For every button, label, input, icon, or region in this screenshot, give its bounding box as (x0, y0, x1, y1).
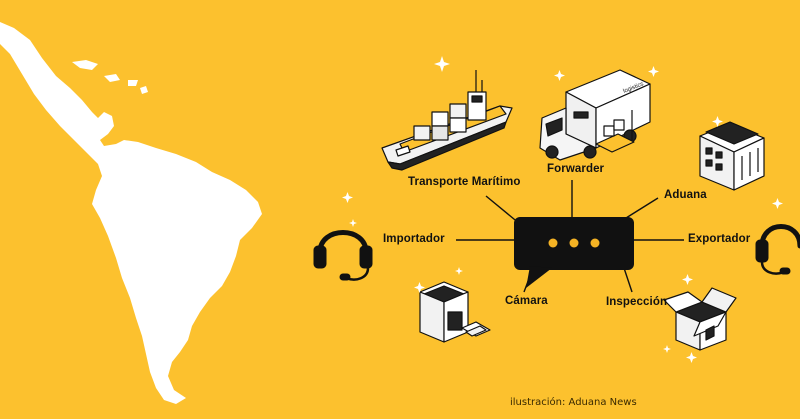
customs-building-icon (699, 121, 765, 191)
open-box-icon (663, 287, 737, 351)
node-label-forwarder: Forwarder (547, 163, 605, 175)
chamber-building-icon (419, 281, 491, 343)
line-aduana (625, 197, 659, 219)
latin-america-map-icon (0, 22, 262, 404)
node-label-aduana: Aduana (664, 189, 707, 201)
headset-icon (313, 230, 373, 281)
node-label-importador: Importador (383, 233, 445, 245)
node-label-camara: Cámara (505, 295, 548, 307)
cargo-ship-icon (381, 70, 513, 171)
delivery-truck-icon (539, 69, 651, 161)
node-label-transporte: Transporte Marítimo (408, 176, 521, 188)
image-credit: ilustración: Aduana News (510, 397, 637, 408)
node-label-inspeccion: Inspección (606, 296, 668, 308)
chat-bubble-ellipsis-icon (514, 217, 634, 288)
sparkle-icons (342, 56, 783, 363)
node-label-exportador: Exportador (688, 233, 751, 245)
headset-icon (755, 224, 800, 275)
line-inspeccion (623, 267, 633, 293)
line-transporte (485, 195, 521, 225)
